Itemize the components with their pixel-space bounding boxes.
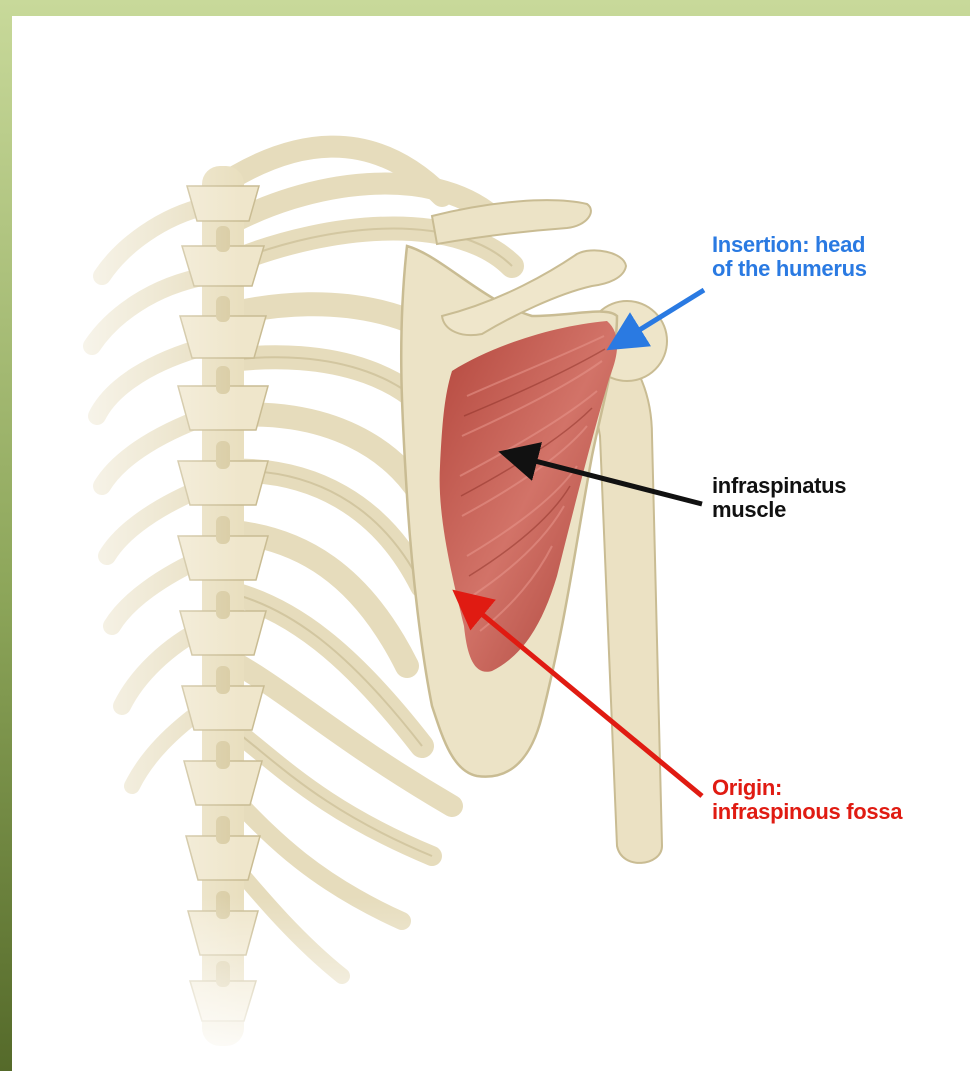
insertion-label: Insertion: head of the humerus [712, 233, 867, 281]
muscle-label: infraspinatus muscle [712, 474, 846, 522]
muscle-label-line1: infraspinatus [712, 474, 846, 498]
insertion-label-line2: of the humerus [712, 257, 867, 281]
shoulder-anatomy-illustration [12, 16, 970, 1071]
illustration-panel: Insertion: head of the humerus infraspin… [12, 16, 970, 1071]
origin-label: Origin: infraspinous fossa [712, 776, 902, 824]
origin-label-line2: infraspinous fossa [712, 800, 902, 824]
infraspinatus-muscle [440, 321, 618, 672]
insertion-label-line1: Insertion: head [712, 233, 867, 257]
muscle-label-line2: muscle [712, 498, 846, 522]
origin-label-line1: Origin: [712, 776, 902, 800]
